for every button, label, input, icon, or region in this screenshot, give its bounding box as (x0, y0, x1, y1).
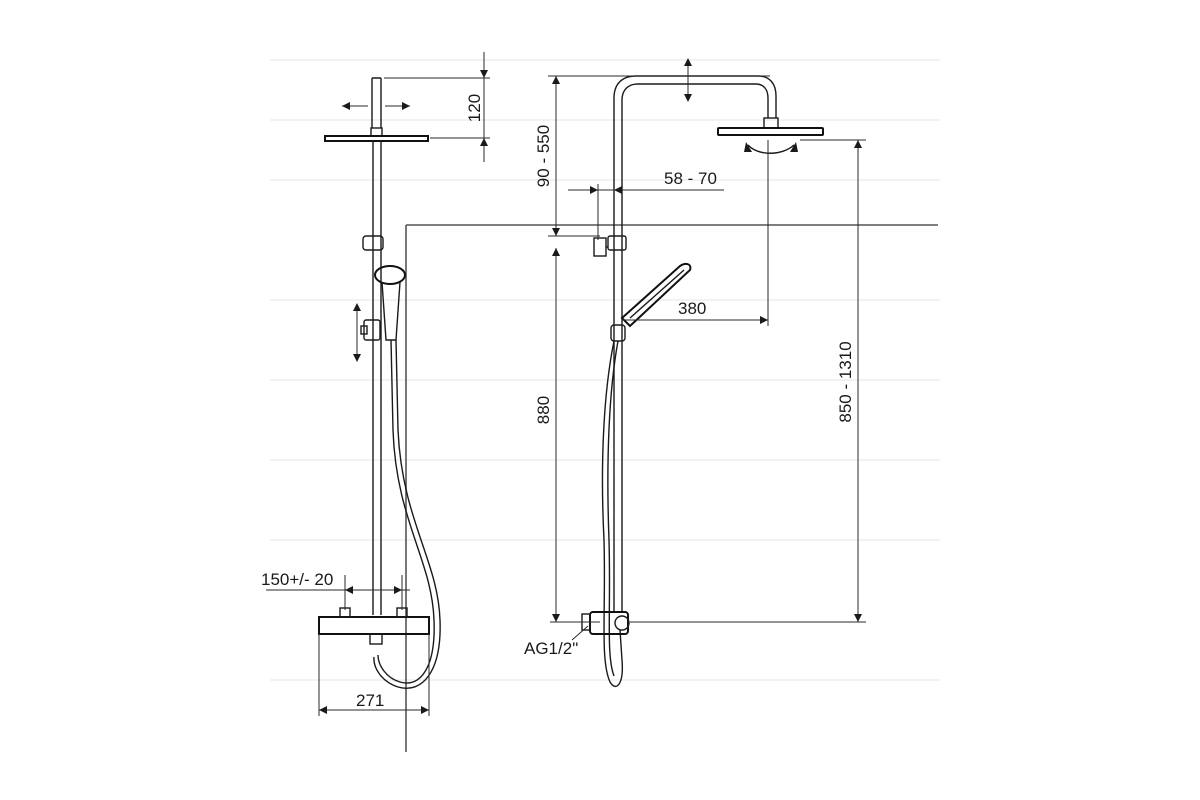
side-mixer-knob (614, 615, 630, 631)
side-swivel-arc (747, 144, 795, 154)
dim-850-1310-label: 850 - 1310 (836, 341, 855, 422)
dim-58-70: 58 - 70 (568, 169, 724, 240)
side-slider (610, 324, 626, 342)
dim-271-label: 271 (356, 691, 384, 710)
dim-90-550-label: 90 - 550 (534, 125, 553, 187)
dim-120: 120 (384, 52, 490, 162)
dim-90-550: 90 - 550 (534, 75, 770, 237)
front-hose-outer (373, 339, 441, 689)
dim-380-label: 380 (678, 299, 706, 318)
dim-58-70-label: 58 - 70 (664, 169, 717, 188)
front-hose (377, 339, 435, 684)
dim-880-label: 880 (534, 396, 553, 424)
front-head-connector (370, 127, 383, 137)
front-slider-knob (360, 325, 368, 335)
side-hand-shower-line (629, 269, 685, 319)
connection-label: AG1/2" (524, 639, 578, 658)
connection-label-group: AG1/2" (524, 625, 589, 658)
side-view (581, 75, 824, 687)
side-arm-inner (621, 83, 769, 230)
front-adjust-arrows (342, 102, 410, 362)
front-slider (363, 319, 381, 341)
side-arm-outer (613, 75, 777, 230)
side-hose (601, 340, 624, 687)
front-mixer-outlet (369, 633, 383, 645)
dim-150-label: 150+/- 20 (261, 570, 333, 589)
dim-880: 880 (534, 248, 600, 623)
front-top-rod (371, 77, 382, 128)
dim-120-label: 120 (465, 94, 484, 122)
front-hand-shower-handle (381, 281, 401, 341)
front-mixer-body (318, 616, 430, 635)
dim-271: 271 (318, 634, 430, 716)
front-hand-shower-head (374, 265, 406, 285)
dim-380: 380 (622, 140, 769, 326)
dim-850-1310: 850 - 1310 (630, 139, 866, 623)
side-rain-head (717, 127, 824, 136)
side-wall-plate (593, 237, 607, 257)
front-upper-clamp (362, 235, 384, 251)
side-arm-adjust-arrow (684, 58, 692, 102)
side-hand-shower (620, 262, 692, 328)
side-hose-inner (607, 340, 619, 677)
side-wall-bracket (607, 235, 627, 251)
front-view (318, 77, 441, 689)
front-rain-head (324, 135, 429, 142)
dim-150: 150+/- 20 (261, 570, 410, 610)
